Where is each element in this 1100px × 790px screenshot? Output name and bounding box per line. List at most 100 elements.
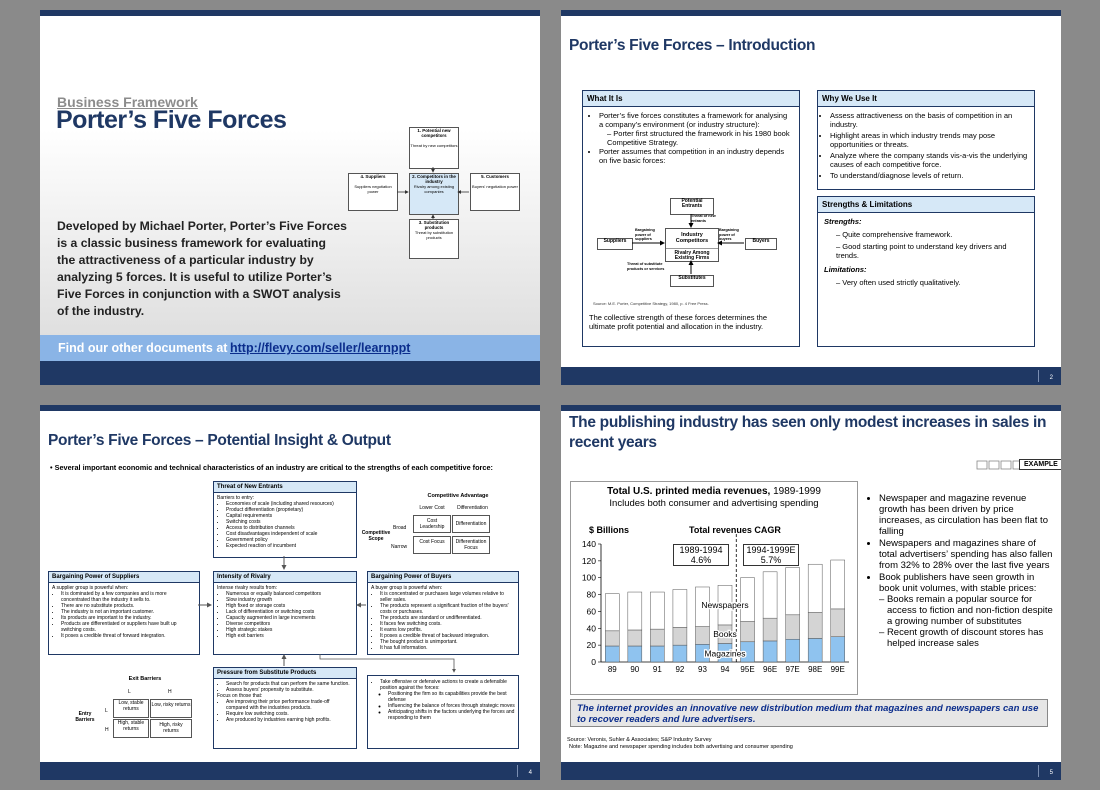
list-item: Positioning the firm so its capabilities… xyxy=(388,691,515,703)
list-item: Cost disadvantages independent of scale xyxy=(226,531,353,537)
what-bullet: Porter’s five forces constitutes a frame… xyxy=(599,111,793,129)
list-item: Capacity augmented in large increments xyxy=(226,615,353,621)
force-arrows xyxy=(397,167,469,219)
bar-books xyxy=(605,630,620,647)
y-axis-label: $ Billions xyxy=(589,525,630,535)
x-tick-label: 96E xyxy=(763,665,777,674)
matrix-cell: Low, risky returns xyxy=(150,699,192,718)
list-item: Take offensive or defensive actions to c… xyxy=(380,679,515,691)
bar-newspapers xyxy=(830,559,845,610)
box-header: Pressure from Substitute Products xyxy=(214,668,356,679)
matrix-row-title: Entry Barriers xyxy=(75,711,95,723)
why-item: Assess attractiveness on the basis of co… xyxy=(830,111,1028,129)
force-title: 1. Potential new competitors xyxy=(417,128,451,138)
list-item: Are produced by industries earning high … xyxy=(226,717,353,723)
x-tick-label: 92 xyxy=(675,665,684,674)
threat-new-label: Threat of new entrants xyxy=(691,214,716,223)
chart-panel: Total U.S. printed media revenues, 1989-… xyxy=(570,481,858,695)
callout-box: The internet provides an innovative new … xyxy=(570,699,1048,727)
matrix-row-label: Narrow xyxy=(391,544,408,550)
cagr-title: Total revenues CAGR xyxy=(571,525,857,535)
matrix-row-label: H xyxy=(105,727,109,733)
why-list: Assess attractiveness on the basis of co… xyxy=(818,107,1034,180)
insight-bullets: Newspaper and magazine revenue growth ha… xyxy=(869,493,1054,649)
bar-magazines xyxy=(807,638,823,663)
bar-books xyxy=(807,612,823,639)
page-title: Porter’s Five Forces xyxy=(56,106,287,134)
insight-arrows xyxy=(198,556,456,673)
porter-arrows xyxy=(632,214,744,274)
intro-bullet: Several important economic and technical… xyxy=(54,463,493,472)
box-label: Potential Entrants xyxy=(681,198,703,209)
page-number: 2 xyxy=(1049,375,1053,381)
y-tick-label: 0 xyxy=(591,657,596,667)
matrix-cell: Differentiation Focus xyxy=(452,536,490,554)
cagr-value: 4.6% xyxy=(690,555,712,565)
bar-newspapers xyxy=(762,571,778,619)
list-item: It earns low profits. xyxy=(380,627,515,633)
y-tick-label: 20 xyxy=(587,640,597,650)
box-list: It is dominated by a few companies and i… xyxy=(52,591,196,639)
strengths-limitations-panel: Strengths & Limitations Strengths: – Qui… xyxy=(817,196,1035,347)
x-tick-label: 90 xyxy=(630,665,639,674)
matrix-cell: Differentiation xyxy=(452,515,490,533)
box-sublist: Positioning the firm so its capabilities… xyxy=(371,691,515,721)
list-item: The products are standard or undifferent… xyxy=(380,615,515,621)
matrix-cell: Low, stable returns xyxy=(113,699,149,718)
list-item: The products represent a significant fra… xyxy=(380,603,515,615)
y-tick-label: 140 xyxy=(582,539,596,549)
matrix-row-label: Broad xyxy=(393,525,407,531)
sub-bullet-text: Books remain a popular source for access… xyxy=(886,594,1053,627)
slide-footer-bar xyxy=(40,361,540,385)
bar-books xyxy=(695,626,710,645)
x-tick-label: 89 xyxy=(608,665,617,674)
x-tick-label: 93 xyxy=(698,665,707,674)
panel-header: Strengths & Limitations xyxy=(818,197,1034,213)
bar-books xyxy=(762,617,778,642)
chart-subtitle: Includes both consumer and advertising s… xyxy=(609,498,819,509)
box-list: Take offensive or defensive actions to c… xyxy=(371,679,515,691)
defensive-actions-box: Take offensive or defensive actions to c… xyxy=(367,675,519,749)
why-item: Highlight areas in which industry trends… xyxy=(830,131,1028,149)
threat-new-entrants-box: Threat of New Entrants Barriers to entry… xyxy=(213,481,357,558)
box-lead: A buyer group is powerful when: xyxy=(371,585,443,591)
promo-banner: Find our other documents at http://flevy… xyxy=(40,335,540,361)
promo-text: Find our other documents at xyxy=(58,341,228,355)
slide-top-bar xyxy=(561,10,1061,16)
y-tick-label: 40 xyxy=(587,623,597,633)
strength-item: – Quite comprehensive framework. xyxy=(836,230,953,239)
buyer-power-box: Bargaining Power of Buyers A buyer group… xyxy=(367,571,519,655)
chart-title-years: 1989-1999 xyxy=(770,486,821,497)
promo-link[interactable]: http://flevy.com/seller/learnppt xyxy=(230,341,411,355)
strength-text: Quite comprehensive framework. xyxy=(842,230,953,239)
list-item: It is dominated by a few companies and i… xyxy=(61,591,196,603)
bar-magazines xyxy=(672,644,688,663)
slide-3: Porter’s Five Forces – Potential Insight… xyxy=(40,405,540,780)
limitations-label: Limitations: xyxy=(824,265,867,274)
bar-magazines xyxy=(605,645,620,663)
x-tick-label: 97E xyxy=(786,665,800,674)
page-number: 5 xyxy=(1049,770,1053,776)
bar-books xyxy=(785,614,800,640)
intro-text: • Several important economic and technic… xyxy=(50,463,493,472)
list-item: Its products are important to the indust… xyxy=(61,615,196,621)
force-subtitle: Threat by substitution products xyxy=(414,230,454,240)
insight-bullet: Newspapers and magazines share of total … xyxy=(879,538,1054,571)
force-title: 3. Substitution products xyxy=(418,220,450,230)
series-label-newspapers: Newspapers xyxy=(701,600,748,610)
list-item: It poses a credible threat of forward in… xyxy=(61,633,196,639)
panel-header: What It Is xyxy=(583,91,799,107)
list-item: There are no substitute products. xyxy=(61,603,196,609)
note-line: Note: Magazine and newspaper spending in… xyxy=(569,744,793,750)
bar-newspapers xyxy=(807,563,823,613)
list-item: Access to distribution channels xyxy=(226,525,353,531)
matrix-cell: High, stable returns xyxy=(113,719,149,738)
bar-newspapers xyxy=(605,593,620,632)
bar-newspapers xyxy=(695,586,710,627)
bar-magazines xyxy=(650,645,665,663)
box-header: Threat of New Entrants xyxy=(214,482,356,493)
x-tick-label: 94 xyxy=(721,665,730,674)
